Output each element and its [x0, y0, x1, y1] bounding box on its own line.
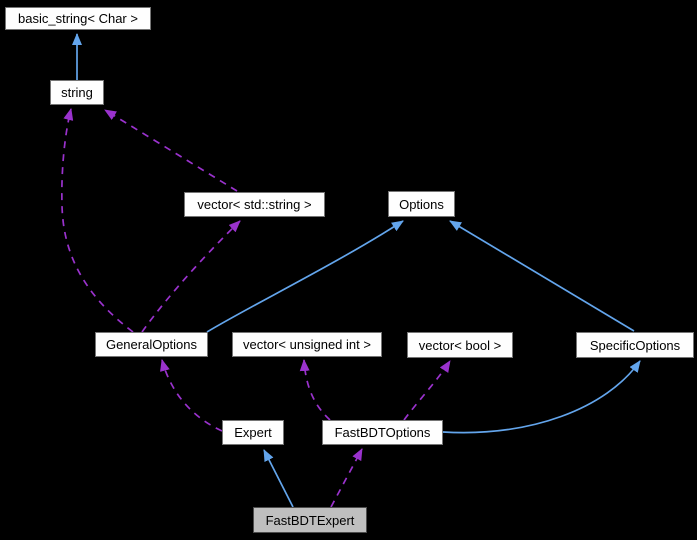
edge-general-options-to-options: [206, 220, 404, 333]
node-vector-unsigned-int-label: vector< unsigned int >: [243, 337, 371, 352]
edge-vector-std-string-to-string: [104, 109, 238, 192]
edge-general-options-to-string: [60, 108, 134, 333]
node-string-label: string: [61, 85, 93, 100]
edge-specific-options-to-options: [449, 220, 635, 332]
node-general-options-label: GeneralOptions: [105, 337, 198, 352]
node-options[interactable]: Options: [388, 191, 455, 217]
edge-fastbdt-options-to-vector-unsigned-int: [299, 359, 331, 421]
node-vector-std-string-label: vector< std::string >: [197, 197, 312, 212]
node-basic-string-label: basic_string< Char >: [18, 11, 138, 26]
edge-expert-to-general-options: [160, 359, 223, 432]
edge-general-options-to-vector-std-string: [141, 220, 241, 333]
node-fastbdt-options-label: FastBDTOptions: [334, 425, 431, 440]
node-specific-options[interactable]: SpecificOptions: [576, 332, 694, 358]
node-fastbdt-options[interactable]: FastBDTOptions: [322, 420, 443, 445]
node-basic-string[interactable]: basic_string< Char >: [5, 7, 151, 30]
node-general-options[interactable]: GeneralOptions: [95, 332, 208, 357]
node-vector-bool-label: vector< bool >: [418, 337, 502, 353]
node-fastbdt-expert-label: FastBDTExpert: [265, 512, 355, 528]
edge-fastbdt-options-to-vector-bool: [403, 360, 451, 421]
node-expert[interactable]: Expert: [222, 420, 284, 445]
node-string[interactable]: string: [50, 80, 104, 105]
node-fastbdt-expert: FastBDTExpert: [253, 507, 367, 533]
edge-fastbdt-expert-to-expert: [263, 449, 294, 508]
node-vector-std-string[interactable]: vector< std::string >: [184, 192, 325, 217]
node-options-label: Options: [399, 196, 444, 212]
node-vector-bool[interactable]: vector< bool >: [407, 332, 513, 358]
node-expert-label: Expert: [234, 425, 272, 440]
node-specific-options-label: SpecificOptions: [589, 337, 681, 353]
edge-fastbdt-options-to-specific-options: [442, 360, 641, 434]
node-vector-unsigned-int[interactable]: vector< unsigned int >: [232, 332, 382, 357]
edge-fastbdt-expert-to-fastbdt-options: [330, 448, 363, 508]
